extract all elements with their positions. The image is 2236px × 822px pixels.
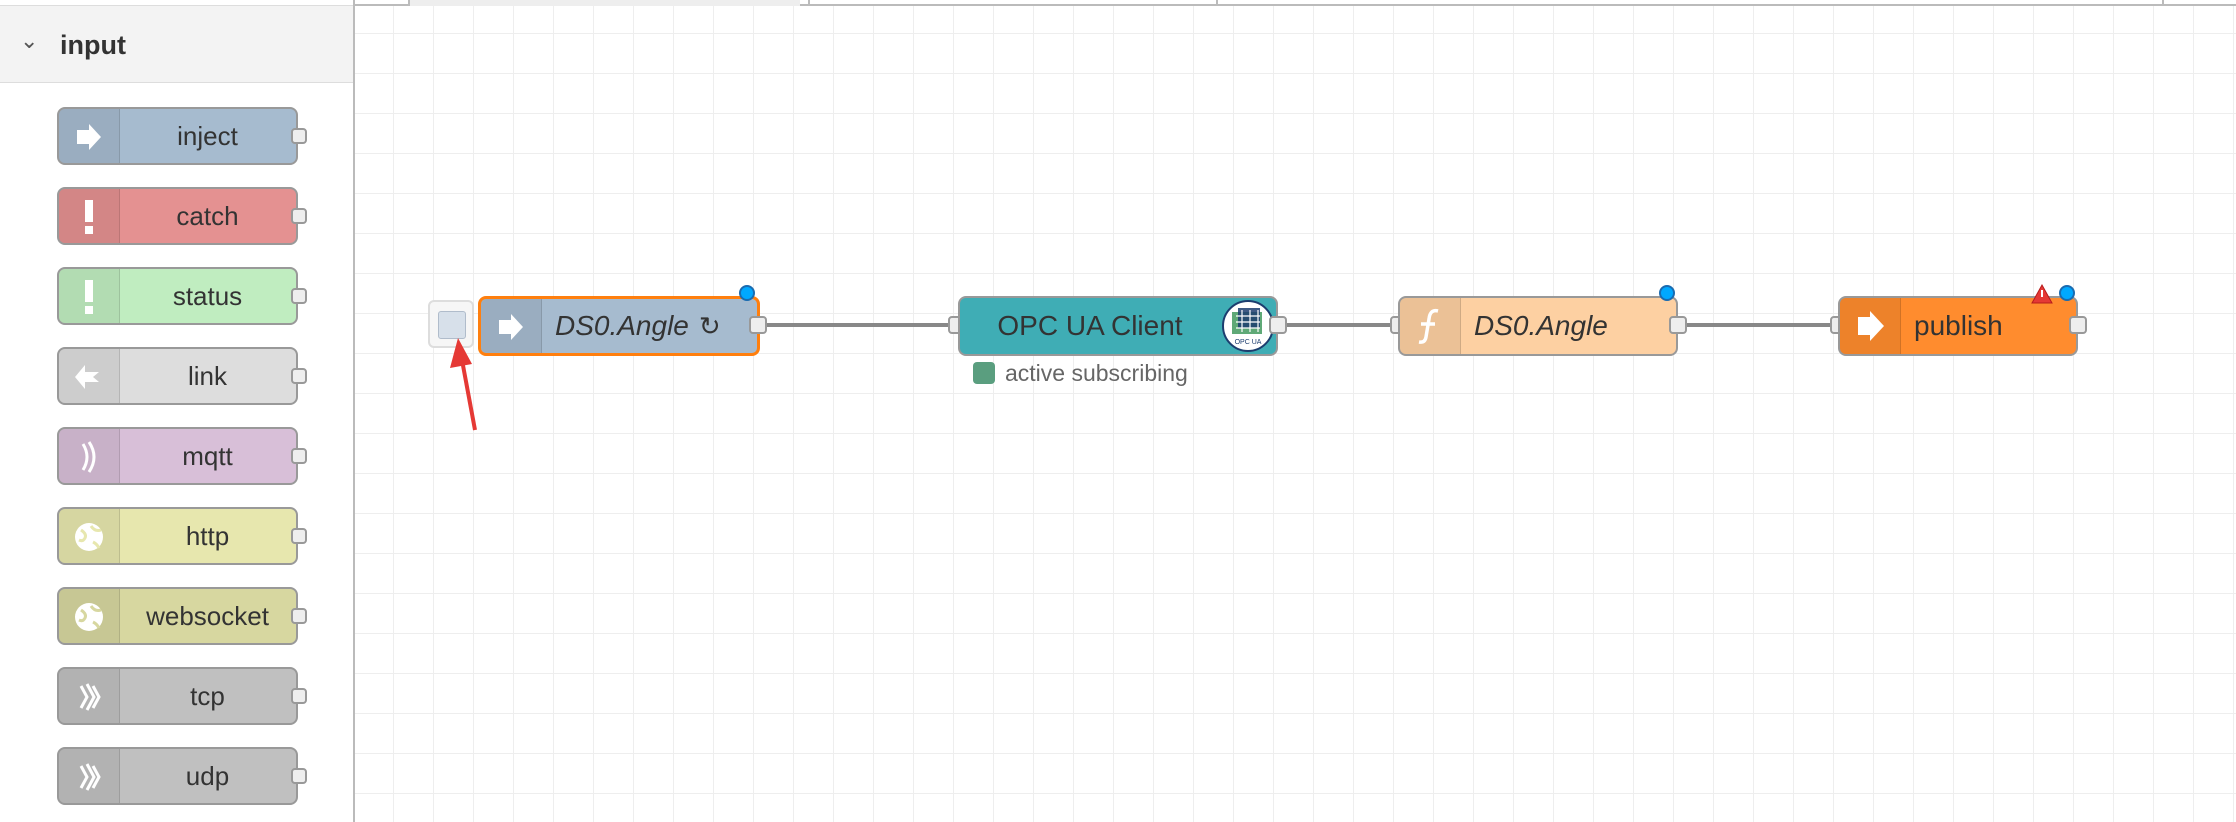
palette-node-label: catch — [176, 200, 239, 231]
palette-node-label: websocket — [146, 600, 269, 631]
arrow-out-icon — [1840, 298, 1901, 354]
palette-node-label: status — [172, 280, 243, 311]
bridge-icon — [59, 749, 120, 803]
palette-node-link[interactable]: link — [57, 347, 307, 405]
palette-node-websocket[interactable]: websocket — [57, 587, 307, 645]
node-changed-indicator — [2059, 285, 2075, 301]
arrow-in-icon — [481, 299, 542, 353]
node-changed-indicator — [739, 285, 755, 301]
status-text: active subscribing — [1005, 359, 1188, 386]
inject-trigger-inner — [438, 311, 466, 339]
annotation-arrow-icon — [450, 338, 477, 431]
palette-node-label: link — [187, 360, 227, 391]
output-port — [291, 288, 307, 304]
output-port — [291, 368, 307, 384]
output-port[interactable] — [749, 316, 767, 334]
node-name: publish — [1914, 310, 2003, 341]
node-name: OPC UA Client — [997, 310, 1183, 341]
flow-wire[interactable] — [1686, 323, 1836, 327]
opc-ua-logo-icon: OPC UA — [1222, 300, 1274, 352]
tab-divider — [808, 0, 810, 6]
output-port — [291, 128, 307, 144]
workspace-tab-bar — [355, 0, 2236, 6]
output-port[interactable] — [2069, 316, 2087, 334]
flow-node-label: publish — [1914, 298, 2003, 354]
bridge-icon — [59, 669, 120, 723]
palette-node-status[interactable]: status — [57, 267, 307, 325]
flow-node-function[interactable]: DS0.Angle — [1398, 296, 1678, 356]
palette-node-catch[interactable]: catch — [57, 187, 307, 245]
tab-divider — [1216, 0, 1218, 6]
output-port — [291, 448, 307, 464]
alert-icon — [59, 269, 120, 323]
output-port — [291, 608, 307, 624]
chevron-down-icon[interactable]: ⌄ — [20, 28, 39, 53]
globe-icon — [59, 589, 120, 643]
link-in-icon — [59, 349, 120, 403]
alert-icon — [59, 189, 120, 243]
node-changed-indicator — [1659, 285, 1675, 301]
function-icon — [1400, 298, 1461, 354]
palette-node-label: inject — [177, 120, 238, 151]
arrow-in-icon — [59, 109, 120, 163]
flow-node-label: OPC UA Client — [960, 298, 1220, 354]
palette-node-label: udp — [185, 760, 230, 791]
tab-divider — [408, 0, 410, 6]
node-name: DS0.Angle — [1474, 310, 1608, 341]
flow-wire[interactable] — [1286, 323, 1396, 327]
flow-node-inject[interactable]: DS0.Angle ↻ — [478, 296, 760, 356]
flow-node-publish[interactable]: publish — [1838, 296, 2078, 356]
flow-wire[interactable] — [766, 323, 954, 327]
palette-node-label: tcp — [190, 680, 225, 711]
inject-trigger-button[interactable] — [428, 300, 474, 348]
node-name: DS0.Angle — [555, 310, 689, 341]
opc-ua-logo-text: OPC UA — [1234, 339, 1262, 346]
workspace-active-tab[interactable] — [410, 0, 800, 6]
output-port — [291, 768, 307, 784]
palette-category-title: input — [60, 30, 126, 60]
flow-node-label: DS0.Angle ↻ — [555, 299, 721, 353]
output-port — [291, 528, 307, 544]
palette-category-header[interactable]: ⌄ input — [0, 5, 353, 83]
flow-node-label: DS0.Angle — [1474, 298, 1608, 354]
palette-node-mqtt[interactable]: mqtt — [57, 427, 307, 485]
palette-node-label: http — [185, 520, 230, 551]
status-indicator-icon — [973, 362, 995, 384]
palette-node-inject[interactable]: inject — [57, 107, 307, 165]
bridge-icon — [59, 429, 120, 483]
node-status: active subscribing — [973, 359, 1188, 387]
warning-triangle-icon — [2031, 284, 2053, 304]
palette-node-tcp[interactable]: tcp — [57, 667, 307, 725]
tab-divider — [2162, 0, 2164, 6]
output-port — [291, 208, 307, 224]
output-port — [291, 688, 307, 704]
palette-sidebar: ⌄ input inject catch status link mqt — [0, 0, 355, 822]
flow-node-opcua-client[interactable]: OPC UA Client OPC UA — [958, 296, 1278, 356]
palette-node-http[interactable]: http — [57, 507, 307, 565]
flow-workspace[interactable] — [355, 0, 2236, 822]
output-port[interactable] — [1669, 316, 1687, 334]
palette-node-udp[interactable]: udp — [57, 747, 307, 805]
output-port[interactable] — [1269, 316, 1287, 334]
palette-node-label: mqtt — [182, 440, 233, 471]
globe-icon — [59, 509, 120, 563]
repeat-icon: ↻ — [698, 310, 721, 341]
